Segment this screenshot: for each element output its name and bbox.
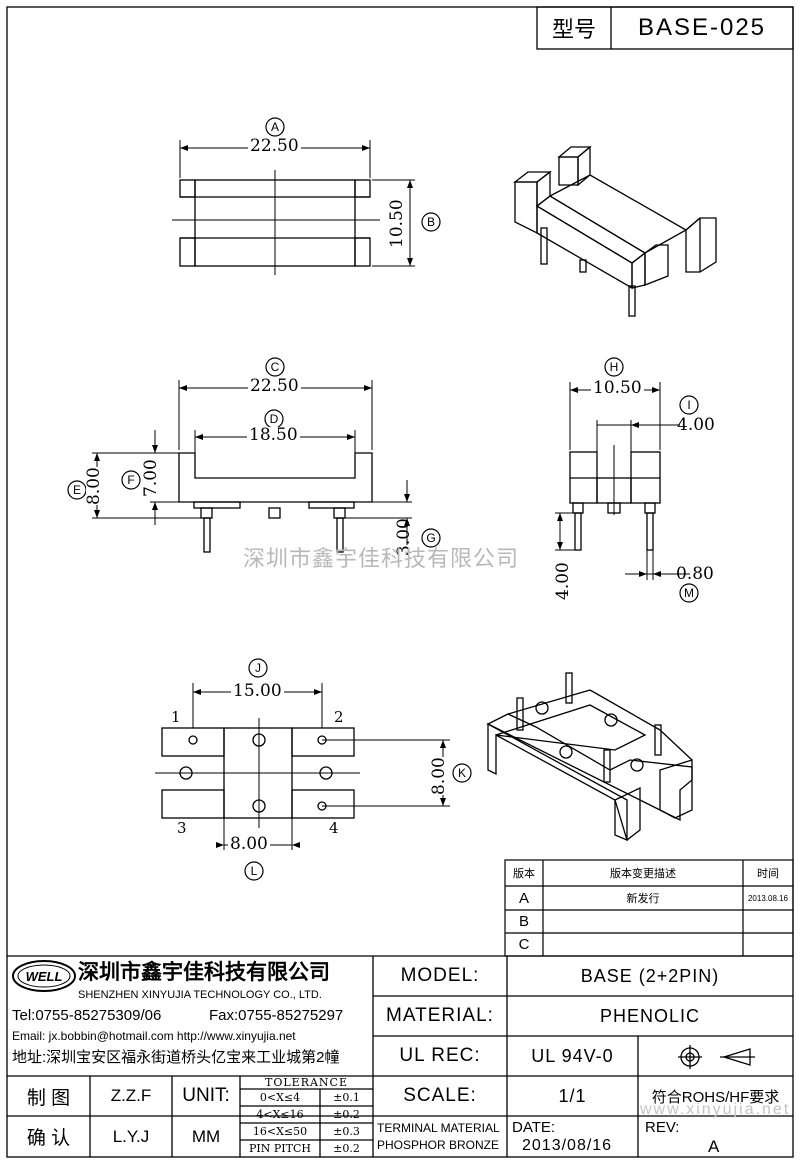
dim-e-letter: E [72,483,81,497]
material-value: PHENOLIC [599,1005,701,1026]
tolerance-range-1: 0<X≤4 [259,1091,301,1104]
dim-e-value: 8.00 [84,467,104,505]
rev-value: A [708,1137,720,1156]
company-address: 地址:深圳宝安区福永街道桥头亿宝来工业城第2幢 [12,1049,340,1066]
model-title-box [536,6,794,50]
dim-a-value: 22.50 [248,136,301,156]
rev-row-a-description: 新发行 [626,893,660,905]
iso-view-top [513,145,717,317]
top-view [172,140,415,275]
rev-header-time: 时间 [757,868,779,880]
dim-k-letter: K [457,766,466,780]
dim-i-letter: I [687,398,691,412]
terminal-material-value: PHOSPHOR BRONZE [377,1138,500,1152]
model-label: MODEL: [400,965,480,986]
type-label: 型号 [551,17,596,42]
date-value: 2013/08/16 [522,1137,613,1154]
scale-label: SCALE: [403,1085,477,1106]
company-fax: Fax:0755-85275297 [209,1007,344,1024]
company-watermark: 深圳市鑫宇佳科技有限公司 [243,546,520,571]
tolerance-range-3: 16<X≤50 [252,1125,308,1138]
dim-l-value: 8.00 [228,834,270,854]
draw-name: Z.Z.F [110,1086,152,1105]
model-code: BASE-025 [637,14,767,41]
tolerance-range-2: 4<X≤16 [256,1108,304,1121]
bottom-view [155,683,450,850]
side-view [555,382,690,580]
company-email: Email: jx.bobbin@hotmail.com http://www.… [12,1029,296,1043]
unit-label: UNIT: [182,1085,230,1106]
iso-view-bottom [486,672,693,842]
model-value: BASE (2+2PIN) [580,965,720,986]
dimension-bubbles [67,117,699,881]
dim-f-letter: F [127,473,135,487]
tolerance-title: TOLERANCE [265,1076,348,1089]
logo-text: WELL [25,968,63,984]
rev-header-version: 版本 [513,868,535,880]
dim-j-value: 15.00 [231,681,284,701]
rev-label: REV: [645,1119,680,1136]
company-tel: Tel:0755-85275309/06 [12,1007,162,1024]
company-name-cn: 深圳市鑫宇佳科技有限公司 [78,961,330,984]
dimension-arrows [94,145,661,848]
front-view [92,380,412,553]
dim-h-letter: H [609,360,619,374]
dim-pin-value: 4.00 [553,562,573,600]
title-block-lines [7,955,793,1157]
tolerance-value-3: ±0.3 [333,1125,360,1138]
dim-g-letter: G [426,531,436,545]
drawing-frame [6,6,794,1158]
dim-l-letter: L [250,864,258,878]
pin-number-1: 1 [171,708,181,726]
site-watermark: www.xinyujia.net [640,1101,791,1118]
pin-number-4: 4 [329,819,339,837]
material-label: MATERIAL: [386,1005,494,1026]
terminal-material-label: TERMINAL MATERIAL [377,1121,500,1135]
rev-row-c-version: C [518,936,530,953]
dim-i-value: 4.00 [677,415,715,435]
check-label: 确 认 [26,1128,71,1149]
company-logo [12,960,76,992]
projection-symbol [678,1045,755,1069]
dim-b-letter: B [426,215,435,229]
scale-value: 1/1 [558,1085,587,1106]
rev-row-b-version: B [518,913,529,930]
dim-d-value: 18.50 [247,425,300,445]
tolerance-value-4: ±0.2 [333,1142,360,1155]
check-name: L.Y.J [112,1126,150,1146]
tolerance-value-1: ±0.1 [333,1091,360,1104]
company-name-en: SHENZHEN XINYUJIA TECHNOLOGY CO., LTD. [78,989,322,1001]
dim-a-letter: A [270,120,279,134]
dim-k-value: 8.00 [429,757,449,795]
rev-header-description: 版本变更描述 [610,868,676,880]
dim-m-letter: M [684,586,694,600]
ulrec-label: UL REC: [399,1045,481,1066]
dim-b-value: 10.50 [387,199,407,248]
dim-f-value: 7.00 [141,459,161,497]
tolerance-value-2: ±0.2 [333,1108,360,1121]
rohs-compliance: 符合ROHS/HF要求 [651,1088,780,1106]
draw-label: 制 图 [26,1087,71,1109]
pin-number-3: 3 [177,819,187,837]
pin-number-2: 2 [334,708,344,726]
unit-value: MM [191,1126,221,1146]
ulrec-value: UL 94V-0 [531,1045,614,1066]
tolerance-range-4: PIN PITCH [249,1142,311,1155]
dim-c-letter: C [270,360,280,374]
dim-j-letter: J [255,661,261,675]
rev-row-a-version: A [518,889,529,907]
date-label: DATE: [512,1119,556,1136]
rev-row-a-date: 2013.08.16 [747,893,789,903]
dim-d-letter: D [269,412,279,426]
dim-c-value: 22.50 [248,376,301,396]
dim-m-value: 0.80 [676,564,714,584]
dim-h-value: 10.50 [591,378,644,398]
